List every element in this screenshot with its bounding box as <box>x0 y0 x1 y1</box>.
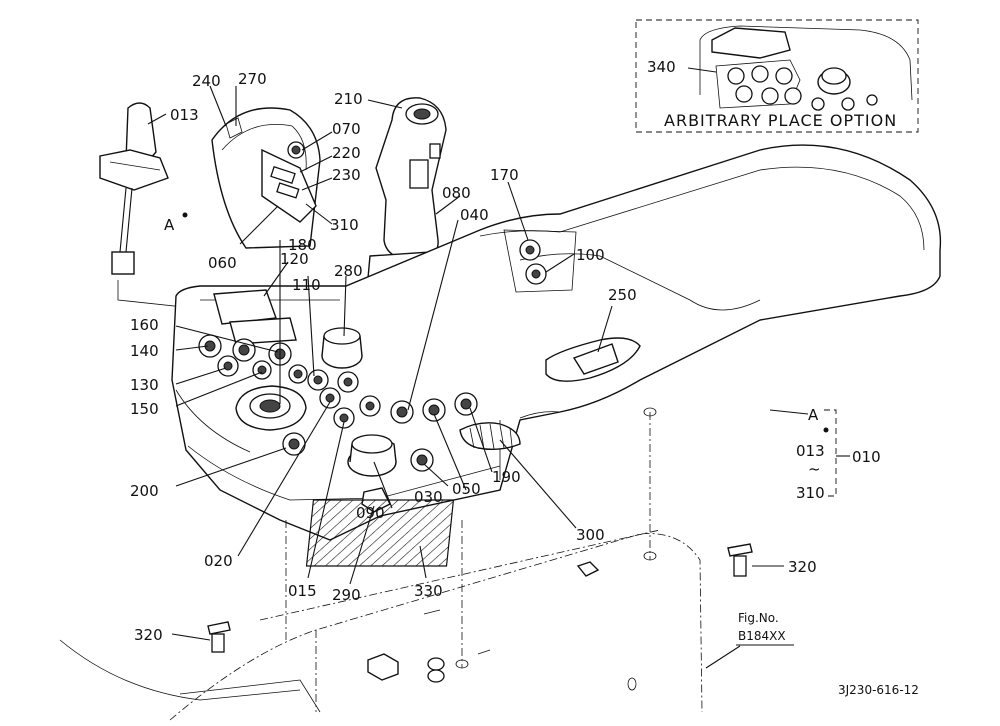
callout-280: 280 <box>334 262 363 280</box>
inset-caption: ARBITRARY PLACE OPTION <box>664 111 897 130</box>
bolt-320-left <box>207 621 231 653</box>
figure-reference: Fig.No. B184XX <box>736 611 794 646</box>
callout-310-top: 310 <box>330 216 359 234</box>
inset-callout-340: 340 <box>647 58 676 76</box>
callout-range-tilde: ~ <box>808 460 821 478</box>
callout-010: 010 <box>852 448 881 466</box>
bolt-320-right <box>727 543 753 577</box>
label-plate-330 <box>305 499 455 567</box>
callout-300: 300 <box>576 526 605 544</box>
callout-210: 210 <box>334 90 363 108</box>
callout-270: 270 <box>238 70 267 88</box>
callout-160: 160 <box>130 316 159 334</box>
center-button-row <box>359 392 478 472</box>
callout-310-range-end: 310 <box>796 484 825 502</box>
callout-060: 060 <box>208 254 237 272</box>
callout-110: 110 <box>292 276 321 294</box>
callout-230: 230 <box>332 166 361 184</box>
callout-040: 040 <box>460 206 489 224</box>
dial-015 <box>235 385 307 431</box>
callout-200: 200 <box>130 482 159 500</box>
callout-050: 050 <box>452 480 481 498</box>
ref-dot-a2 <box>823 427 829 433</box>
callout-140: 140 <box>130 342 159 360</box>
callout-190: 190 <box>492 468 521 486</box>
callout-100: 100 <box>576 246 605 264</box>
end-cap-assembly <box>211 107 321 249</box>
leader-lines <box>147 85 850 669</box>
thumbwheel-300 <box>459 422 521 451</box>
base-bracket <box>59 407 703 721</box>
callout-015: 015 <box>288 582 317 600</box>
callout-150: 150 <box>130 400 159 418</box>
callout-320-right: 320 <box>788 558 817 576</box>
callout-130: 130 <box>130 376 159 394</box>
callout-330: 330 <box>414 582 443 600</box>
callout-090: 090 <box>356 504 385 522</box>
callout-030: 030 <box>414 488 443 506</box>
callout-120: 120 <box>280 250 309 268</box>
callout-180: 180 <box>288 236 317 254</box>
fig-ref-line2: B184XX <box>738 629 786 643</box>
callout-labels: 240 270 013 210 070 220 230 A 310 060 18… <box>130 70 881 644</box>
callout-240: 240 <box>192 72 221 90</box>
callout-320-left: 320 <box>134 626 163 644</box>
callout-a-left: A <box>164 216 175 234</box>
callout-013-range-start: 013 <box>796 442 825 460</box>
callout-290: 290 <box>332 586 361 604</box>
knob-280 <box>321 327 363 369</box>
inset-button-cluster <box>727 65 802 105</box>
fig-ref-line1: Fig.No. <box>738 611 779 625</box>
drawing-number: 3J230-616-12 <box>838 683 919 697</box>
inset-knob <box>817 67 851 95</box>
callout-020: 020 <box>204 552 233 570</box>
ref-dot-a1 <box>182 212 188 218</box>
callout-070: 070 <box>332 120 361 138</box>
callout-220: 220 <box>332 144 361 162</box>
callout-080: 080 <box>442 184 471 202</box>
inset-option-box: 340 ARBITRARY PLACE OPTION <box>635 19 919 133</box>
switch-assembly-013 <box>99 102 231 313</box>
upper-cover <box>503 229 577 293</box>
callout-250: 250 <box>608 286 637 304</box>
callout-a-right: A <box>808 406 819 424</box>
callout-170: 170 <box>490 166 519 184</box>
callout-013-top: 013 <box>170 106 199 124</box>
left-button-cluster <box>198 334 359 456</box>
